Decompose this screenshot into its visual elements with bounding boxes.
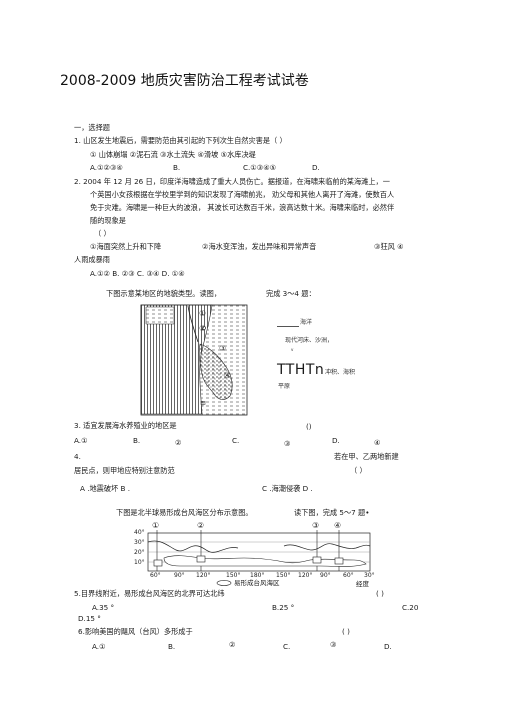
- lat-label-40: 40°: [134, 529, 145, 536]
- section-heading: 一，选择题: [74, 123, 110, 132]
- fig1-label-2: ②: [199, 324, 207, 333]
- q6-option-a: A.①: [92, 642, 106, 651]
- lon-label: 150°: [276, 572, 291, 579]
- lat-label-10: 10°: [134, 559, 145, 566]
- q1-option-b: B.: [173, 163, 181, 172]
- q5-option-c: C.20: [402, 603, 419, 612]
- q3-option-d-mark: ④: [374, 438, 381, 447]
- q3-option-b-mark: ②: [175, 438, 182, 447]
- legend-plain-1: 冲积、海积: [325, 369, 356, 376]
- lat-label-30: 30°: [134, 539, 145, 546]
- q6-option-c: C.: [283, 642, 291, 651]
- q4-options-ab: A .地震破坏 B .: [80, 484, 131, 493]
- q2-item-3: ③狂风 ④: [374, 242, 404, 251]
- q1-option-a: A.①②③④: [90, 163, 123, 172]
- q4-stem-right: 若在甲、乙两地新建: [334, 452, 399, 461]
- landform-map: [140, 304, 248, 416]
- q6-option-b-mark: ②: [229, 640, 236, 649]
- fig1-caption: 下图示意某地区的地貌类型。读图，: [106, 289, 222, 298]
- lon-label: 90°: [174, 572, 185, 579]
- q6-option-d: D.: [384, 642, 392, 651]
- q5-option-a: A.35 °: [92, 603, 115, 612]
- marker-2: ②: [197, 521, 205, 530]
- marker-3: ③: [312, 521, 320, 530]
- q6-answer-paren: ( ): [342, 627, 350, 636]
- lon-label: 90°: [320, 572, 331, 579]
- page-title: 2008-2009 地质灾害防治工程考试试卷: [60, 73, 309, 89]
- lon-label: 150°: [226, 572, 241, 579]
- fig1-label-4: ④: [224, 371, 232, 380]
- marker-4: ④: [334, 521, 342, 530]
- lon-label: 120°: [298, 572, 313, 579]
- fig1-label-1: ①: [199, 309, 207, 318]
- q2-item-4: 人雨成暴雨: [74, 255, 110, 264]
- typhoon-map: ① ② ③ ④ 40° 30° 20° 10° 60° 90° 120° 150…: [134, 520, 384, 592]
- q3-option-c-mark: ③: [284, 439, 291, 448]
- q4-options-cd: C .海潮侵袭 D .: [262, 484, 313, 493]
- lon-label: 60°: [343, 572, 354, 579]
- q3-stem: 3. 适宜发展海水养殖业的地区是: [74, 421, 177, 430]
- q4-stem-line2: 居民点，则甲地应特别注意防范: [74, 466, 175, 475]
- lon-label: 120°: [196, 572, 211, 579]
- legend-sea-symbol: [277, 326, 299, 327]
- q4-number: 4.: [74, 452, 81, 461]
- q2-item-1: ①海面突然上升和下降: [90, 242, 162, 251]
- fig2-caption-2: 读下图，完成 5～7 题•: [294, 508, 370, 517]
- marker-1: ①: [152, 521, 160, 530]
- q3-option-a: A.①: [74, 436, 88, 445]
- fig2-lon-axis-label: 经度: [356, 580, 369, 588]
- q5-answer-paren: ( ): [376, 589, 384, 598]
- q5-option-b: B.25 °: [272, 603, 295, 612]
- fig2-caption: 下图是北半球易形成台风海区分布示意图。: [116, 508, 253, 517]
- fig2-legend: 易形成台风海区: [234, 579, 280, 587]
- q4-answer-paren: （ ）: [350, 466, 367, 475]
- q3-option-d: D.: [332, 436, 340, 445]
- q1-option-d: D.: [312, 163, 320, 172]
- q3-option-b: B.: [133, 436, 141, 445]
- lat-label-20: 20°: [134, 549, 145, 556]
- q2-options: A.①② B. ②③ C. ③④ D. ①④: [90, 269, 185, 278]
- fig1-caption-2: 完成 3～4 题：: [266, 289, 316, 298]
- q6-option-c-mark: ③: [330, 640, 337, 649]
- legend-river: 现代河床、沙洲，: [285, 337, 334, 344]
- fig1-label-3: ③: [219, 344, 227, 353]
- legend-dot: v: [291, 347, 294, 352]
- q2-stem-line3: 免于灾难。海啸是一种巨大的波浪， 其波长可达数百千米，浪高达数十米。海啸来临时，…: [90, 203, 395, 212]
- q5-option-d: D.15 °: [78, 614, 101, 623]
- legend-sea: 海洋: [300, 319, 313, 326]
- q1-stem: 1. 山区发生地震后，需要防范由其引起的下列次生自然灾害是（ ）: [74, 136, 287, 145]
- q2-stem-line2: 个英国小女孩根据在学校里学到的知识发现了海啸前兆， 劝父母和其他人离开了海滩，使…: [90, 190, 395, 199]
- q3-answer-paren: (): [306, 422, 312, 431]
- q3-option-c: C.: [232, 436, 240, 445]
- q5-stem: 5.目界线附近，易形成台风海区的北界可达北纬: [74, 589, 225, 598]
- legend-plain-symbol: TTHTn: [277, 362, 325, 378]
- q1-option-c: C.①③④⑤: [243, 163, 277, 172]
- lon-label: 180°: [250, 572, 265, 579]
- q2-stem-line1: 2. 2004 年 12 月 26 日，印度洋海啸造成了重大人员伤亡。据报道，在…: [74, 177, 390, 186]
- q1-items: ① 山体崩塌 ②泥石流 ③水土流失 ④滑坡 ⑤水库决堤: [90, 150, 256, 159]
- q2-answer-paren: （ ）: [94, 229, 111, 238]
- lon-label: 60°: [150, 572, 161, 579]
- q6-stem: 6.影响美国的飓风（台风）多形成于: [78, 627, 193, 636]
- fig1-label-jia: 甲: [200, 401, 207, 408]
- q6-option-b: B.: [168, 642, 176, 651]
- q2-item-2: ②海水变浑浊，发出异味和异常声音: [202, 242, 317, 251]
- lon-label: 30°: [364, 572, 375, 579]
- q2-stem-line4: 随的现象是: [90, 216, 126, 225]
- legend-plain-2: 平原: [278, 383, 291, 390]
